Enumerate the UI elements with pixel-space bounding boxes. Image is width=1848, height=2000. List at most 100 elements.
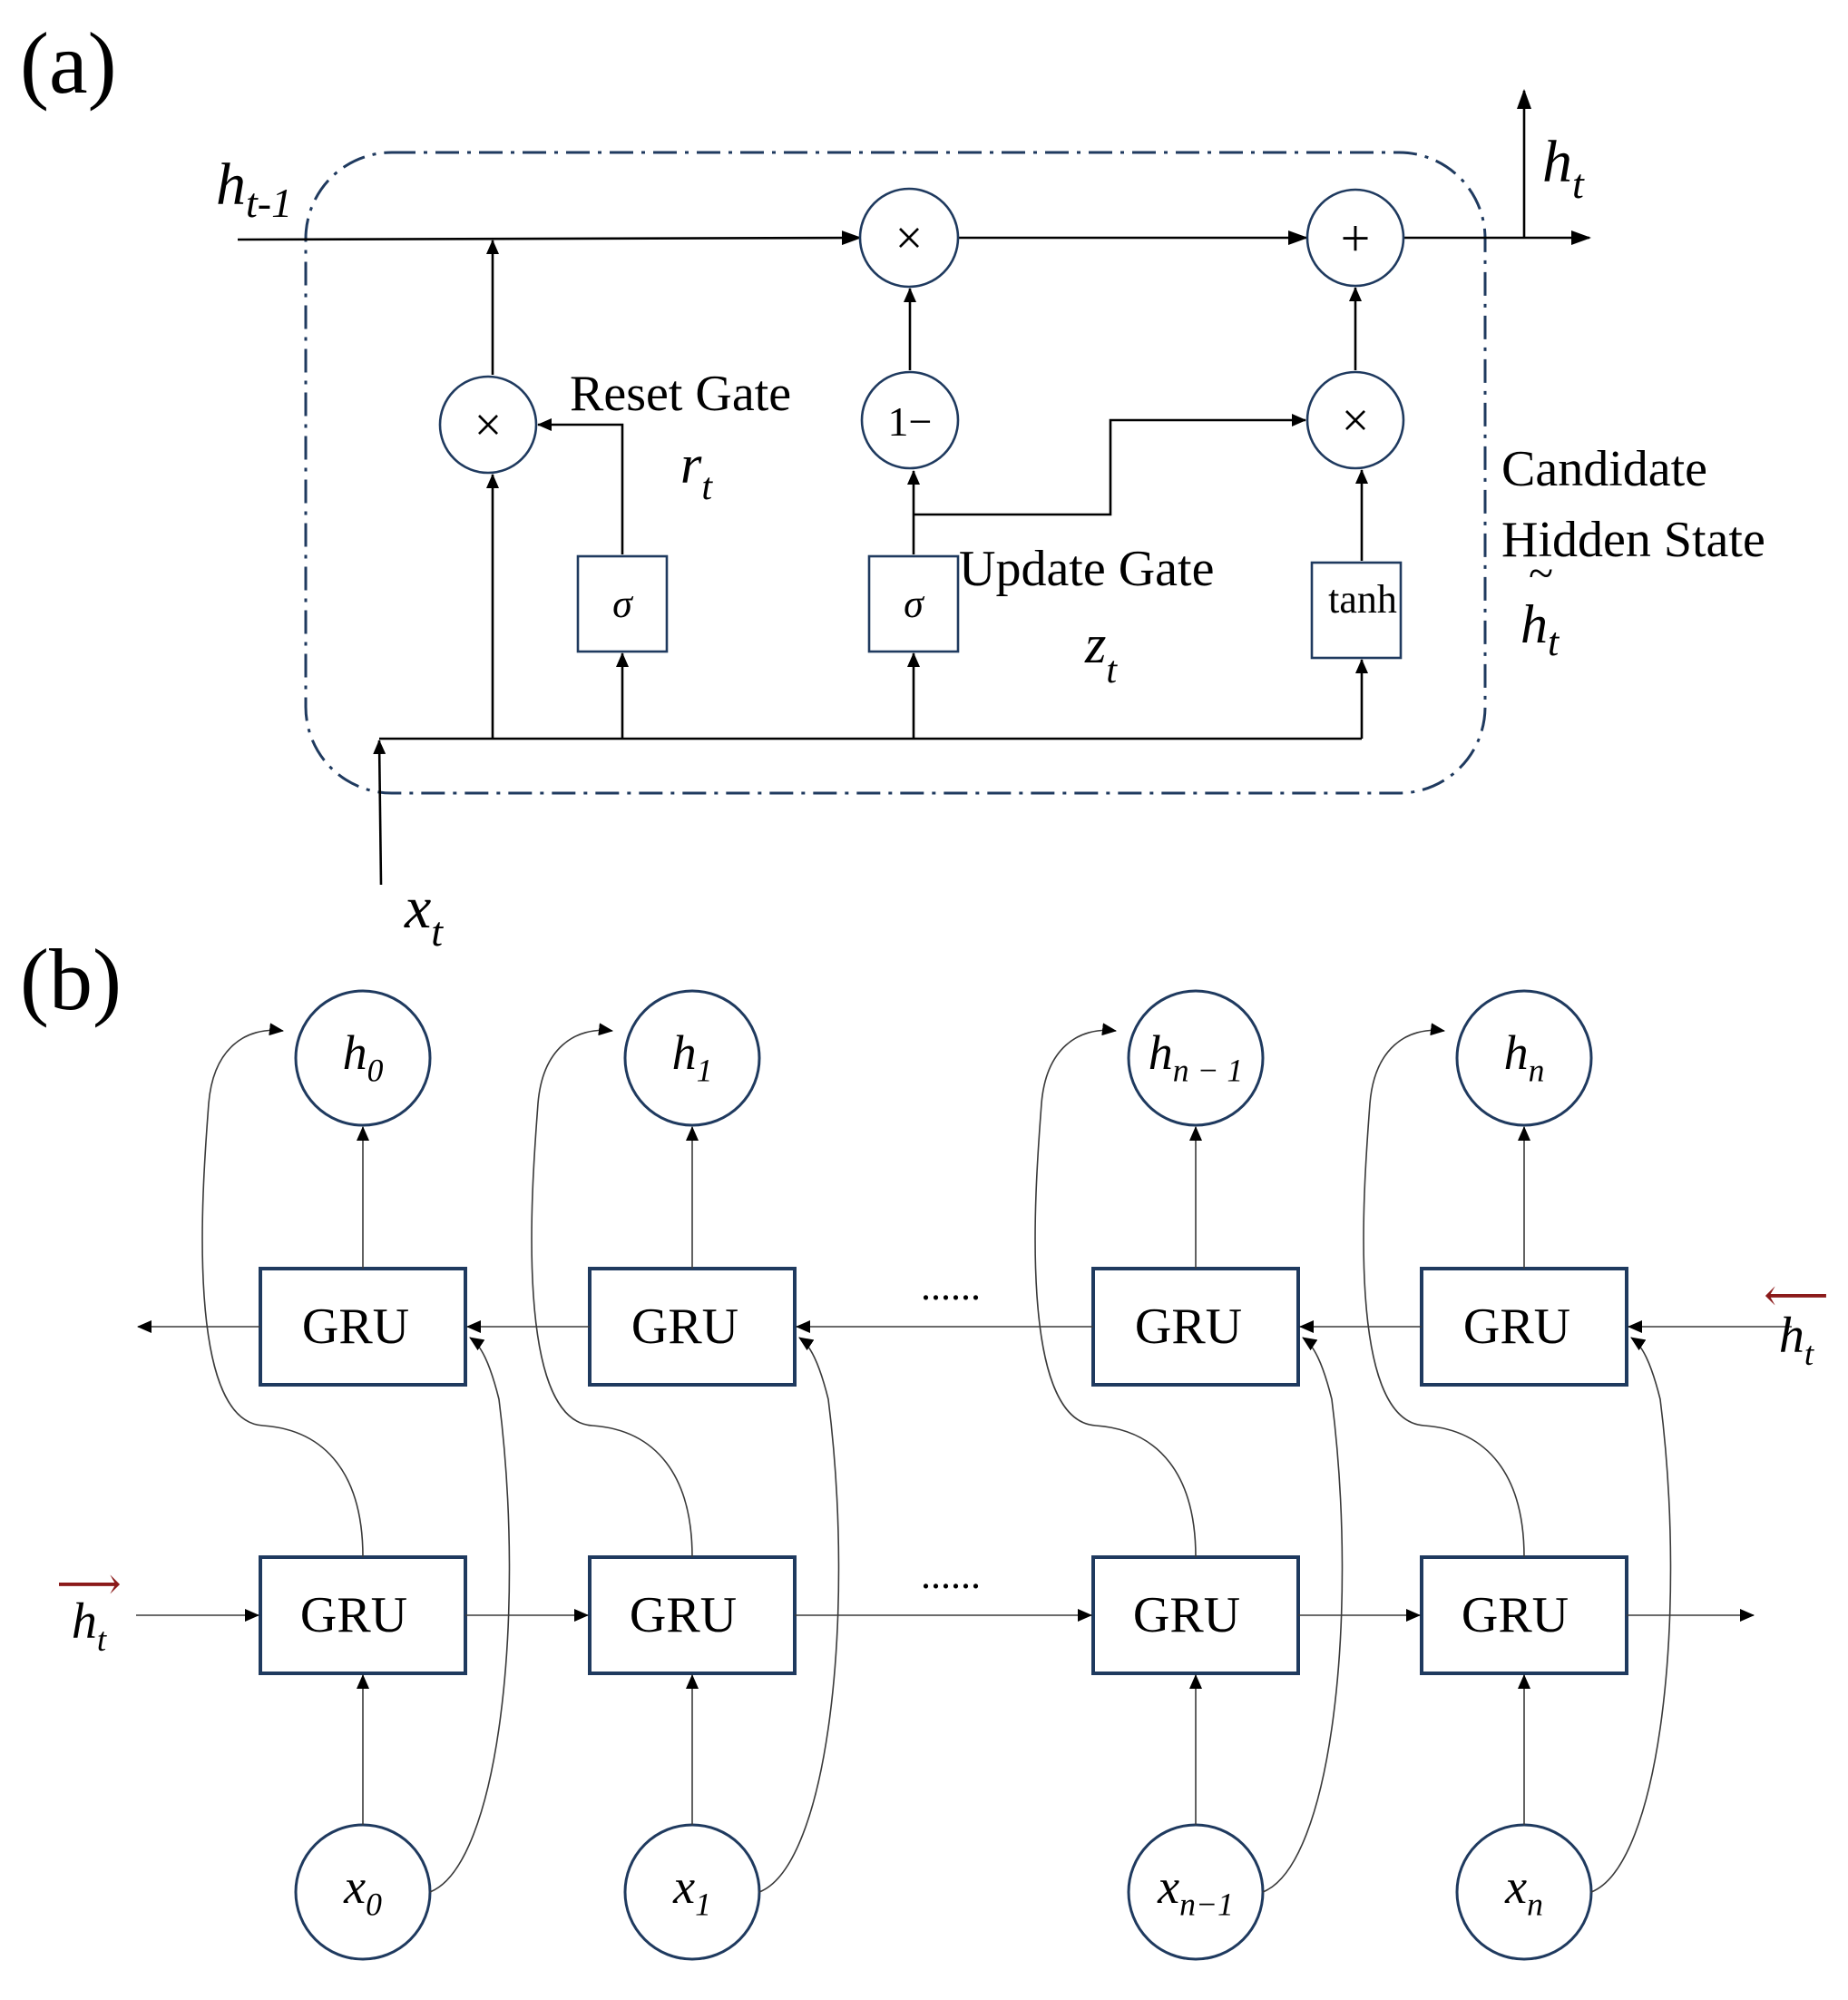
h-out-label: ht (1542, 129, 1585, 207)
add-node: + (1305, 188, 1405, 288)
gru-forward-1: GRU (588, 1555, 797, 1675)
gru-forward-label: GRU (1133, 1587, 1240, 1643)
h-prev-line (237, 230, 862, 246)
gru-backward-label: GRU (302, 1299, 409, 1355)
forward-to-output-0 (201, 1023, 364, 1558)
update-symbol: z (1084, 614, 1106, 674)
output-node-label: h0 (343, 1025, 384, 1089)
input-to-backward-0 (429, 1337, 511, 1893)
reset-symbol: r (680, 435, 702, 495)
output-node-2: hn − 1 (1127, 989, 1265, 1127)
mult-reset-node: × (438, 375, 538, 475)
h-prev-subscript: t-1 (246, 180, 292, 226)
update-symbol-label: zt (1084, 614, 1118, 691)
gru-backward-0: GRU (259, 1267, 467, 1387)
input-node-label: xn (1504, 1859, 1543, 1923)
candidate-tilde: ~ (1529, 547, 1553, 598)
input-node-label: x1 (672, 1859, 711, 1923)
input-node-label: xn−1 (1157, 1859, 1234, 1923)
gru-forward-0: GRU (259, 1555, 467, 1675)
output-node-0: h0 (294, 989, 432, 1127)
input-node-2: xn−1 (1127, 1823, 1265, 1961)
reset-gate-label: Reset Gate (570, 366, 791, 422)
update-gate-label: Update Gate (959, 541, 1214, 597)
output-node-label: h1 (672, 1025, 713, 1089)
x-input-line (373, 740, 386, 886)
h-forward-symbol: ht (72, 1593, 107, 1658)
output-node-3: hn (1455, 989, 1593, 1127)
h-out-symbol: h (1542, 129, 1572, 195)
gru-backward-label: GRU (631, 1299, 738, 1355)
h-backward-label: ⟵ht (1764, 1270, 1829, 1372)
h-prev-label: ht-1 (216, 152, 292, 226)
forward-to-output-3 (1363, 1023, 1525, 1558)
mult-candidate-symbol: × (1342, 393, 1369, 447)
output-node-1: h1 (623, 989, 761, 1127)
input-to-backward-1 (758, 1337, 840, 1893)
one-minus-symbol: 1− (888, 398, 933, 445)
forward-to-output-2 (1034, 1023, 1197, 1558)
x-in-symbol: x (404, 875, 431, 941)
gru-backward-2: GRU (1091, 1267, 1300, 1387)
input-node-label: x0 (343, 1859, 382, 1923)
input-node-0: x0 (294, 1823, 432, 1961)
mult-top-node: × (858, 187, 960, 289)
h-forward-arrow: ⟶ (56, 1558, 122, 1609)
update-to-candidate-mult (914, 414, 1306, 516)
candidate-label-line2: Hidden State (1501, 512, 1765, 568)
h-backward-symbol: ht (1779, 1308, 1814, 1372)
gru-forward-label: GRU (630, 1587, 737, 1643)
reset-symbol-label: rt (680, 435, 713, 508)
reset-sigma-symbol: σ (612, 582, 634, 626)
candidate-symbol: h (1520, 594, 1548, 654)
gru-backward-label: GRU (1135, 1299, 1242, 1355)
tanh-label: tanh (1328, 577, 1397, 622)
update-sigma-symbol: σ (904, 582, 925, 626)
reset-sigma-to-mult (537, 418, 624, 554)
reset-sigma-box: σ (576, 554, 669, 653)
svg-text:ht-1: ht-1 (216, 152, 292, 226)
h-forward-label: ⟶ht (56, 1558, 122, 1658)
candidate-label-line1: Candidate (1501, 441, 1707, 497)
gru-backward-3: GRU (1420, 1267, 1628, 1387)
x-in-subscript: t (431, 908, 444, 955)
one-minus-node: 1− (860, 370, 960, 470)
gru-backward-1: GRU (588, 1267, 797, 1387)
output-node-label: hn − 1 (1149, 1025, 1243, 1089)
input-node-3: xn (1455, 1823, 1593, 1961)
bidirectional-gru: GRU GRU h0 x0 GRU GRU h1 x1 GRU GRU hn − 1 xn−1 GRU G… (56, 989, 1829, 1961)
forward-to-output-1 (531, 1023, 693, 1558)
mult-reset-symbol: × (474, 397, 502, 452)
tanh-box: tanh (1310, 561, 1403, 660)
add-symbol: + (1341, 209, 1371, 268)
h-prev-symbol: h (216, 152, 246, 218)
panel-b-label: (b) (20, 931, 122, 1028)
panel-a: (a) × + × 1− × σ (20, 15, 1765, 955)
gru-forward-3: GRU (1420, 1555, 1628, 1675)
gru-forward-label: GRU (300, 1587, 407, 1643)
input-to-backward-2 (1262, 1337, 1344, 1893)
mult-candidate-node: × (1305, 370, 1405, 470)
candidate-subscript: t (1548, 620, 1560, 664)
reset-subscript: t (701, 466, 713, 508)
ellipsis-backward: ...... (921, 1264, 981, 1309)
panel-b: (b) GRU GRU h0 x0 GRU GRU h1 x1 GRU GRU hn − 1 xn−1… (20, 931, 1829, 1961)
svg-text:zt: zt (1084, 614, 1118, 691)
ellipsis-forward: ...... (921, 1553, 981, 1597)
output-node-label: hn (1504, 1025, 1545, 1089)
svg-text:ht: ht (1520, 594, 1560, 664)
svg-text:ht: ht (1542, 129, 1585, 207)
input-node-1: x1 (623, 1823, 761, 1961)
panel-a-label: (a) (20, 15, 117, 112)
h-backward-arrow: ⟵ (1764, 1270, 1829, 1320)
mult-top-symbol: × (895, 211, 923, 265)
update-sigma-box: σ (867, 554, 960, 653)
input-to-backward-3 (1590, 1337, 1672, 1893)
svg-text:xt: xt (404, 875, 444, 955)
svg-text:rt: rt (680, 435, 713, 508)
gru-forward-2: GRU (1091, 1555, 1300, 1675)
gru-forward-label: GRU (1462, 1587, 1569, 1643)
x-in-label: xt (404, 875, 444, 955)
candidate-symbol-label: ~ ht (1520, 547, 1560, 664)
